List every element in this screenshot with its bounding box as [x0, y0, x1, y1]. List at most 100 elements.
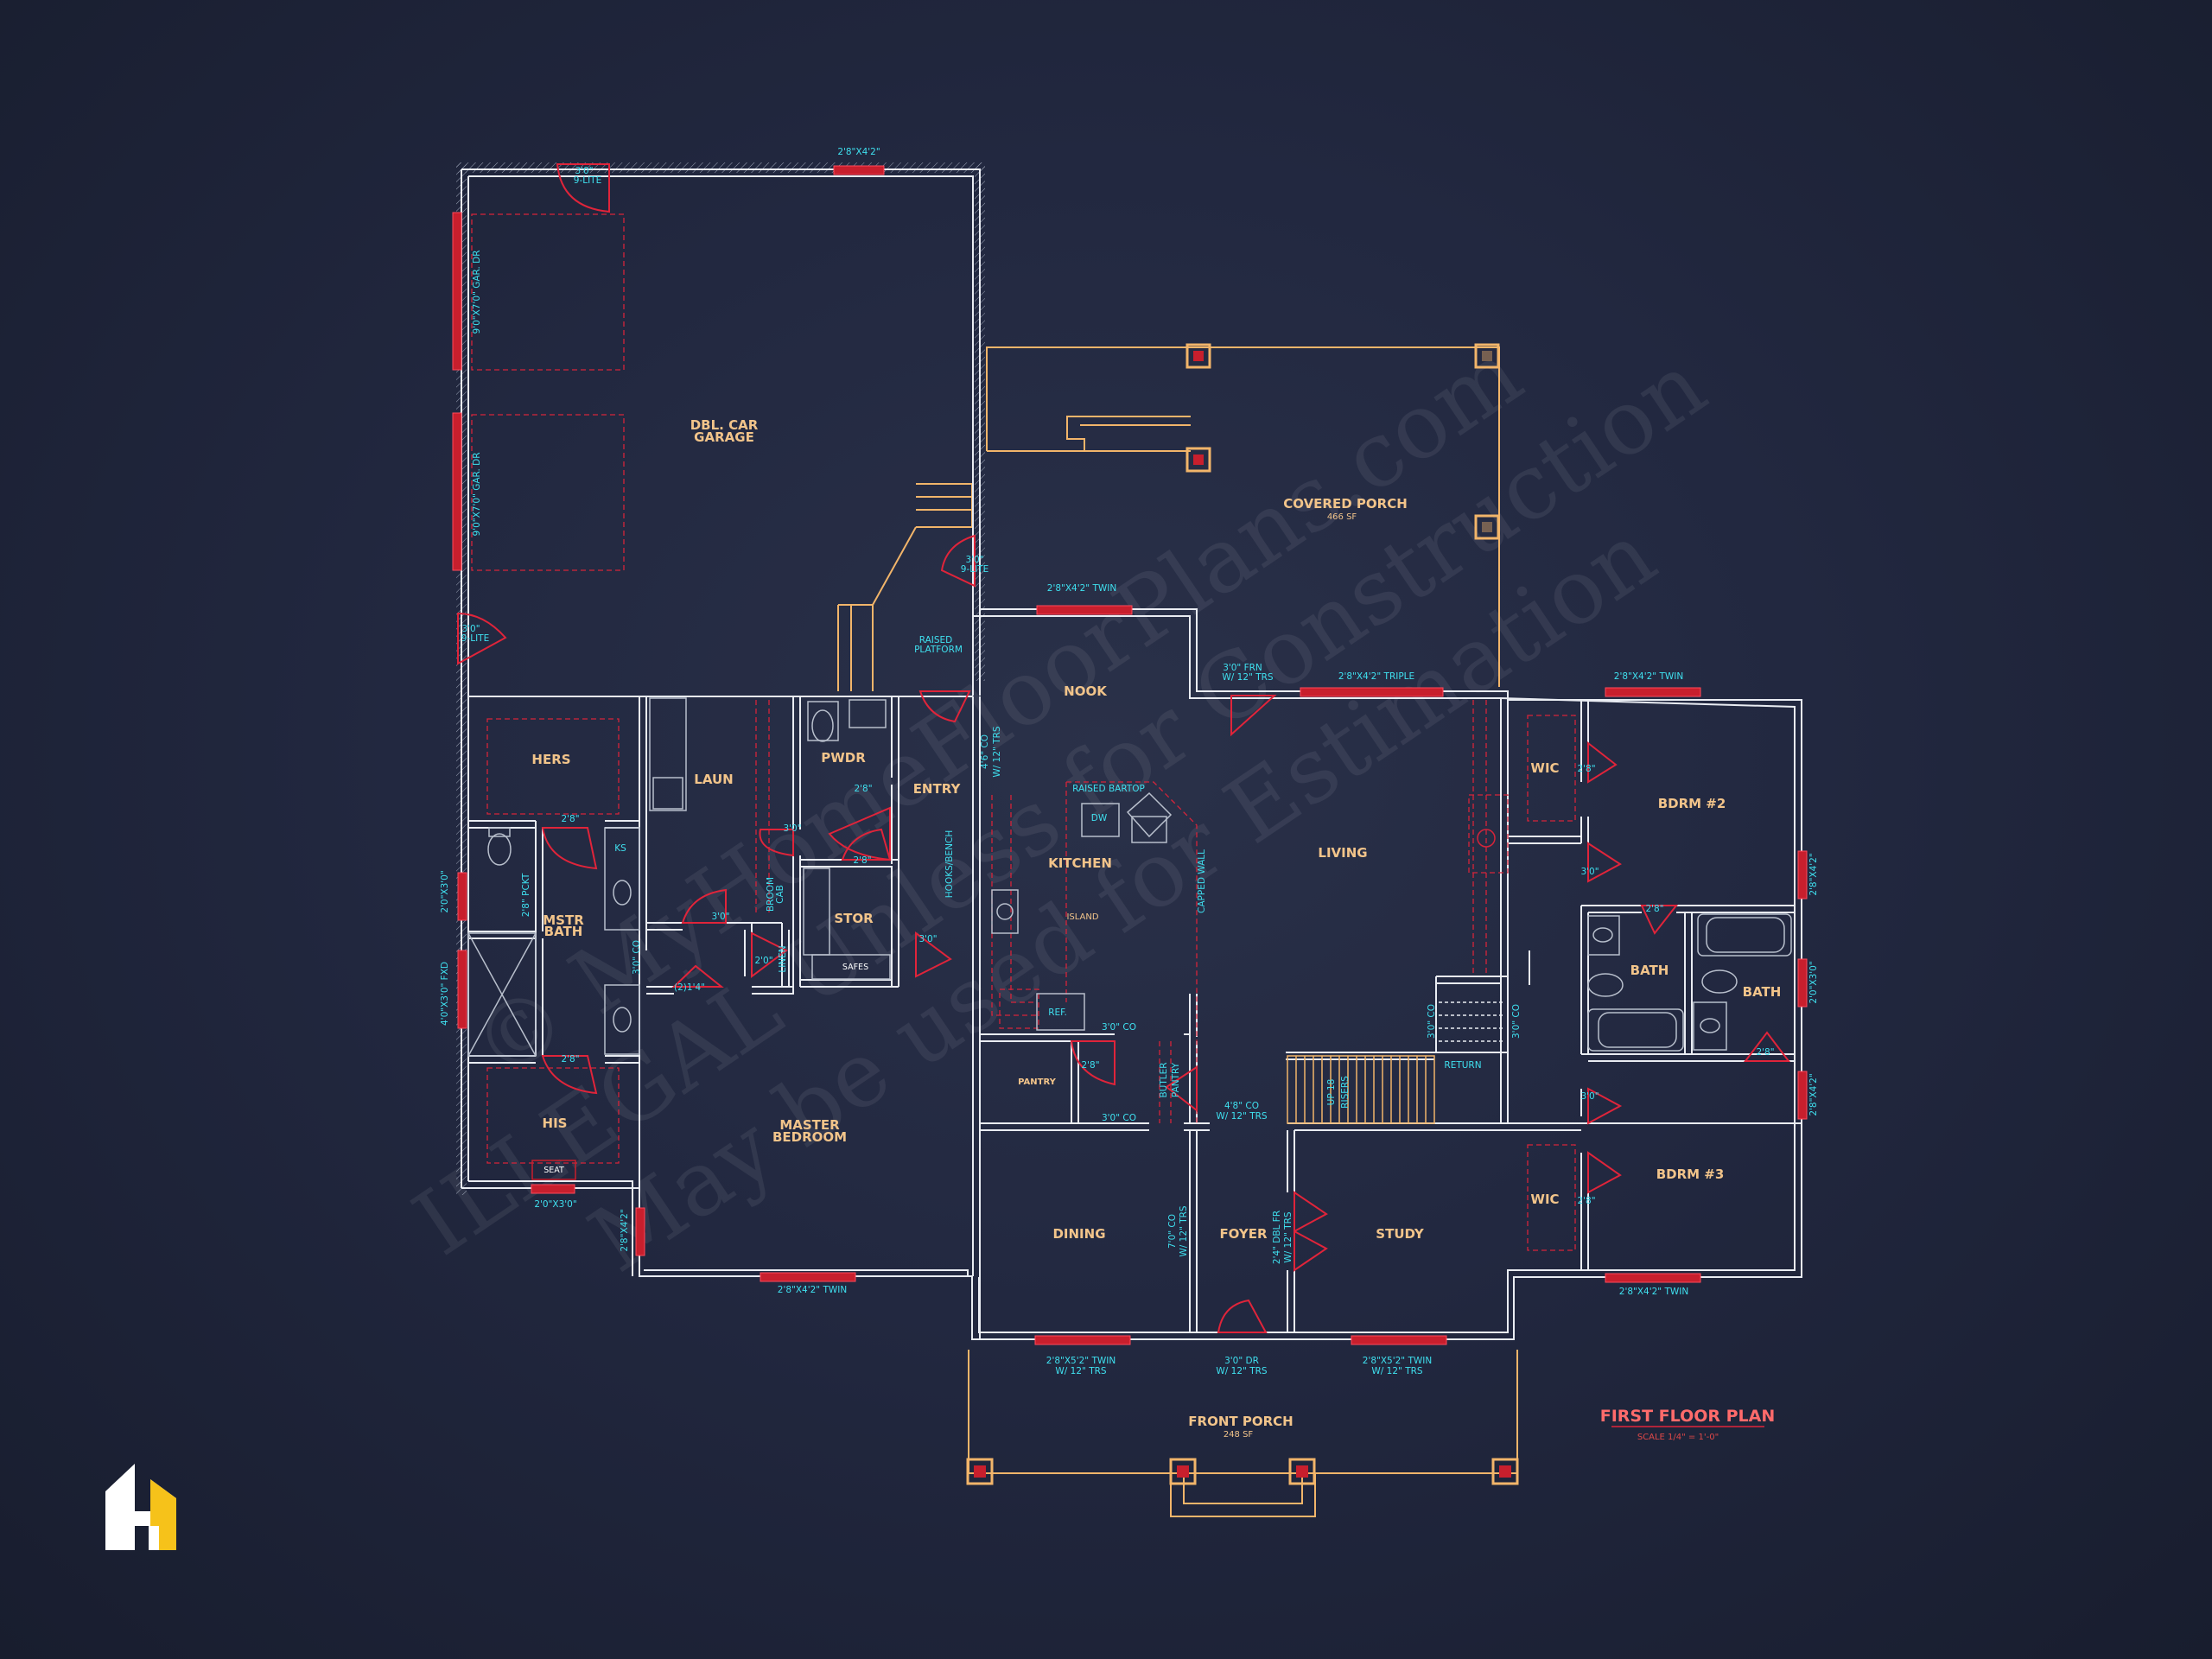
- bath-a-label: BATH: [1630, 963, 1669, 978]
- note-dw: DW: [1091, 813, 1108, 823]
- kitchen-label: KITCHEN: [1048, 855, 1112, 871]
- island-label: ISLAND: [1066, 912, 1098, 922]
- note-dining-co-1: 7'0" CO: [1167, 1214, 1178, 1249]
- covered-porch-posts: [1185, 343, 1500, 540]
- note-living-co-1: 3'0" CO: [1427, 1004, 1437, 1039]
- note-study-dr-2: W/ 12" TRS: [1283, 1211, 1294, 1262]
- stor-label: STOR: [834, 911, 874, 926]
- note-laun-door: 3'0": [711, 912, 729, 922]
- bdrm3-label: BDRM #3: [1656, 1166, 1725, 1182]
- note-frn-door-2: W/ 12" TRS: [1222, 672, 1273, 683]
- note-side-door-b: 9-LITE: [461, 633, 489, 644]
- dimension-notes: 2'8"X4'2" 3'0" 9-LITE 9'0"X7'0" GAR. DR …: [440, 147, 1819, 1376]
- note-hers-door: 2'8": [561, 814, 579, 824]
- note-pantry-co: 3'0" CO: [1102, 1113, 1136, 1123]
- front-porch-label: FRONT PORCH: [1188, 1414, 1293, 1429]
- note-raised-platform-2: PLATFORM: [914, 645, 963, 655]
- pantry-label: PANTRY: [1018, 1077, 1056, 1087]
- room-labels: DBL. CAR GARAGE COVERED PORCH 466 SF NOO…: [531, 417, 1781, 1440]
- note-hall-co-1: 4'6" CO: [980, 734, 990, 769]
- note-ref: REF.: [1048, 1007, 1067, 1018]
- entry-label: ENTRY: [913, 781, 962, 797]
- foyer-label: FOYER: [1219, 1226, 1268, 1242]
- master-label-2: BEDROOM: [772, 1129, 847, 1145]
- note-kitchen-co: 3'0" CO: [1102, 1022, 1136, 1033]
- windows: [452, 165, 1808, 1345]
- note-master-side-window: 2'8"X4'2": [620, 1209, 630, 1251]
- note-stair-risers: RISERS: [1340, 1076, 1351, 1109]
- note-front-door-1: 3'0" DR: [1224, 1356, 1259, 1366]
- note-wic-door-a: 2'8": [1577, 764, 1595, 774]
- note-ks: KS: [614, 843, 626, 854]
- front-porch-posts: [966, 1458, 1519, 1485]
- his-label: HIS: [543, 1116, 568, 1131]
- note-mbath-fxd: 4'0"X3'0" FXD: [440, 962, 450, 1026]
- note-living-co-2: 3'0" CO: [1511, 1004, 1522, 1039]
- note-butler-1: BUTLER: [1159, 1062, 1169, 1097]
- house-h-logo-icon: [105, 1464, 176, 1550]
- note-side-door: 3'0": [461, 624, 480, 634]
- garage-label-2: GARAGE: [694, 429, 754, 445]
- note-entry-door: 3'0": [783, 823, 801, 834]
- wic-a-label: WIC: [1530, 760, 1559, 776]
- garage-label-1: DBL. CAR: [690, 417, 759, 433]
- note-dining-window-1: 2'8"X5'2" TWIN: [1046, 1356, 1116, 1366]
- note-broom-1: BROOM: [766, 877, 776, 912]
- note-study-dr-1: 2'4" DBL FR: [1272, 1211, 1282, 1264]
- note-hooks-bench: HOOKS/BENCH: [944, 830, 955, 898]
- living-label: LIVING: [1318, 845, 1367, 861]
- note-raised-bartop: RAISED BARTOP: [1072, 784, 1145, 794]
- note-pantry-door: 2'8": [1081, 1060, 1099, 1071]
- note-garage-door-b: 9-LITE: [574, 175, 601, 186]
- note-butler-2: PANTRY: [1171, 1062, 1181, 1097]
- note-master-window: 2'8"X4'2" TWIN: [778, 1285, 847, 1295]
- note-mbath-window: 2'0"X3'0": [440, 870, 450, 912]
- note-bdrm3-window: 2'8"X4'2" TWIN: [1619, 1287, 1688, 1297]
- note-broom-2: CAB: [775, 885, 785, 904]
- note-pwdr-door: 2'8": [854, 784, 872, 794]
- note-top-window: 2'8"X4'2": [837, 147, 880, 157]
- covered-porch-area: 466 SF: [1327, 512, 1357, 522]
- note-raised-platform-1: RAISED: [919, 635, 953, 645]
- note-study-window-2: W/ 12" TRS: [1371, 1366, 1422, 1376]
- note-return: RETURN: [1444, 1060, 1481, 1071]
- note-linen: LINEN: [778, 945, 788, 972]
- wic-b-label: WIC: [1530, 1192, 1559, 1207]
- note-master-door: (2)1'4": [674, 982, 705, 993]
- note-porch-door-b: 9-LITE: [961, 564, 988, 575]
- note-his-window: 2'0"X3'0": [534, 1199, 576, 1210]
- note-his-door: 2'8": [561, 1054, 579, 1065]
- fixtures: [467, 697, 1792, 1057]
- note-front-door-2: W/ 12" TRS: [1216, 1366, 1267, 1376]
- mstr-bath-label-1: MSTR: [543, 912, 584, 928]
- note-bdrm3-door: 3'0": [1580, 1091, 1599, 1102]
- note-stair-up: UP 18: [1326, 1079, 1337, 1106]
- note-capped-wall: CAPPED WALL: [1197, 849, 1207, 913]
- note-gar-dr-2: 9'0"X7'0" GAR. DR: [472, 453, 482, 537]
- note-frn-door-1: 3'0" FRN: [1223, 663, 1262, 673]
- note-bdrm3-side-window: 2'8"X4'2": [1808, 1073, 1819, 1116]
- note-dining-window-2: W/ 12" TRS: [1055, 1366, 1106, 1376]
- note-porch-door: 3'0": [965, 555, 983, 565]
- note-entry-co: 3'0": [918, 934, 937, 944]
- hers-label: HERS: [531, 752, 570, 767]
- note-seat: SEAT: [543, 1166, 564, 1175]
- study-label: STUDY: [1376, 1226, 1425, 1242]
- note-garage-door: 3'0": [575, 166, 593, 176]
- note-safes: SAFES: [842, 963, 868, 972]
- overhead-dashed-lines: [471, 213, 1576, 1251]
- note-stor-door: 2'8": [853, 855, 871, 866]
- plan-scale: SCALE 1/4" = 1'-0": [1637, 1433, 1719, 1442]
- interior-walls: [467, 691, 1795, 1339]
- note-bath-door: 2'8": [1645, 904, 1663, 914]
- note-triple-window: 2'8"X4'2" TRIPLE: [1338, 671, 1414, 682]
- note-master-co: 3'0" CO: [632, 940, 642, 975]
- note-pckt: 2'8" PCKT: [521, 873, 531, 917]
- bdrm2-label: BDRM #2: [1658, 796, 1726, 811]
- front-porch-outline: [968, 1350, 1518, 1517]
- nook-label: NOOK: [1064, 683, 1108, 699]
- note-nook-window: 2'8"X4'2" TWIN: [1047, 583, 1116, 594]
- note-gar-dr-1: 9'0"X7'0" GAR. DR: [472, 251, 482, 334]
